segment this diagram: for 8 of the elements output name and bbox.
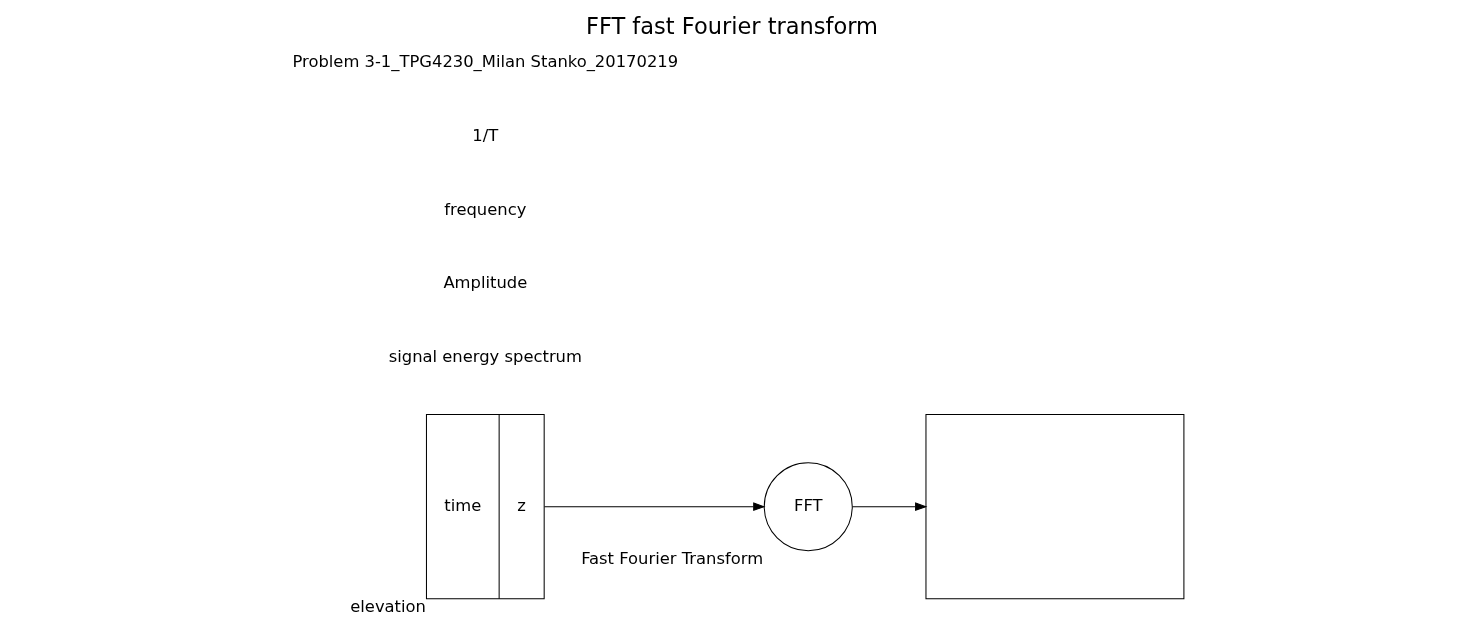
label: Amplitude [442, 273, 527, 293]
label: frequency [443, 199, 526, 219]
label: Problem 3-1_TPG4230_Milan Stanko_20170219 [291, 52, 678, 72]
label: 1/T [471, 126, 498, 146]
diagram-title: FFT fast Fourier transform [585, 13, 878, 40]
node-label: Fast Fourier Transform [580, 548, 763, 568]
label: signal energy spectrum [388, 347, 582, 367]
node-label: elevation [349, 597, 426, 617]
